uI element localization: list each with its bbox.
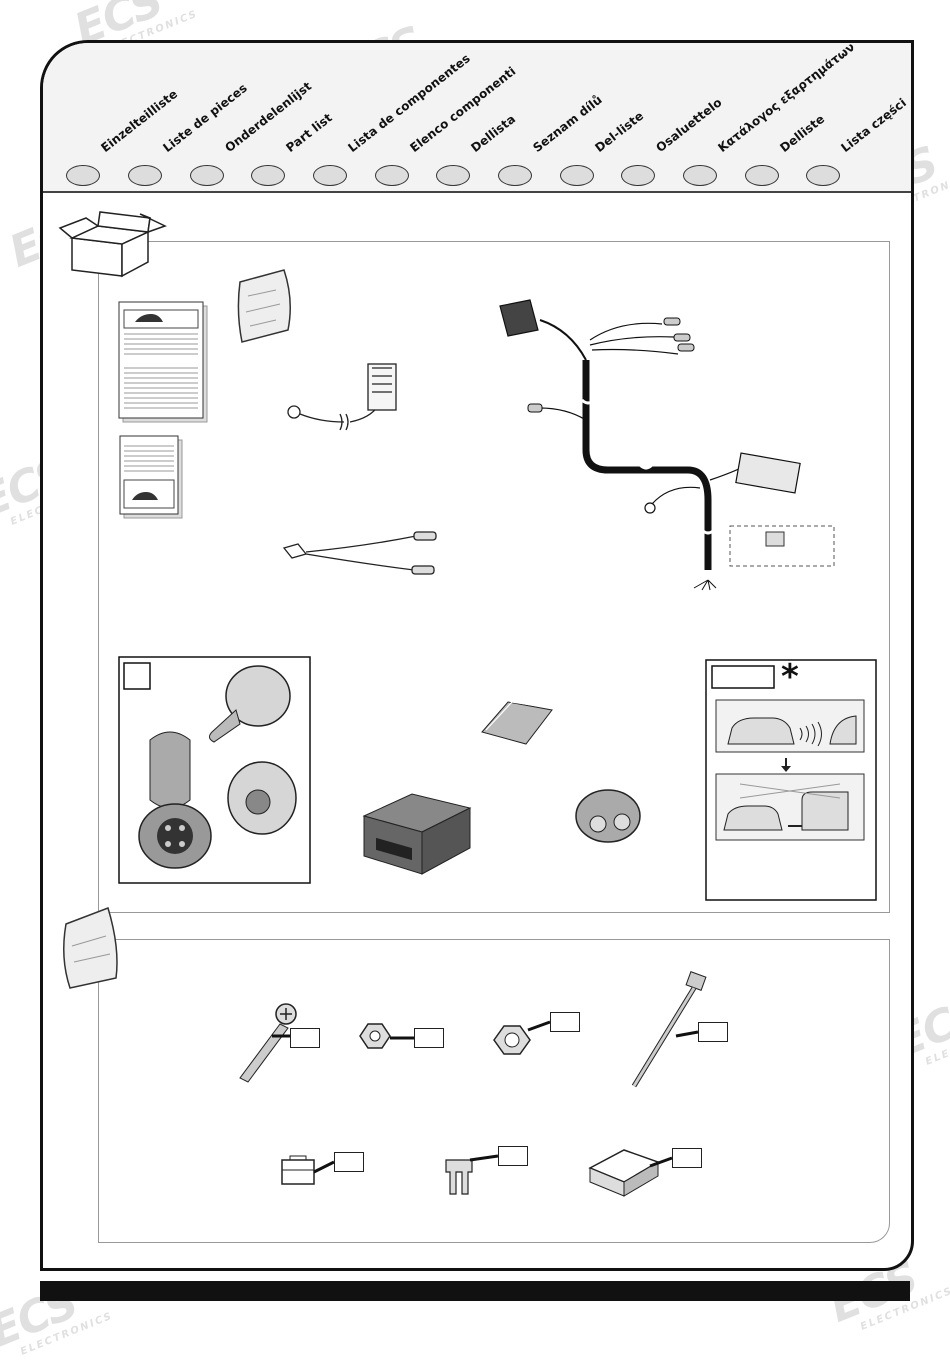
part-number-box-screw — [290, 1028, 320, 1048]
small-parts-bag-icon — [63, 907, 118, 989]
lang-marker — [128, 165, 162, 186]
wiring-harness-icon — [499, 299, 801, 591]
lang-marker — [683, 165, 717, 186]
lang-marker — [560, 165, 594, 186]
lang-marker — [806, 165, 840, 186]
bag-icon — [237, 269, 291, 343]
lang-marker — [313, 165, 347, 186]
adhesive-pad-icon — [481, 701, 553, 745]
instruction-manual-icon — [118, 301, 208, 423]
lang-marker — [375, 165, 409, 186]
part-number-box-nut-large — [550, 1012, 580, 1032]
lang-marker — [66, 165, 100, 186]
lang-marker — [745, 165, 779, 186]
part-number-box-nut-small — [414, 1028, 444, 1048]
socket-panel — [118, 656, 311, 884]
footer-bar — [40, 1281, 910, 1301]
part-number-box-cable-tie — [698, 1022, 728, 1042]
optional-connector-icon — [765, 531, 785, 547]
box-icon — [58, 211, 167, 278]
lang-marker — [498, 165, 532, 186]
lang-marker — [251, 165, 285, 186]
control-module-icon — [362, 793, 472, 875]
nut-small-icon — [359, 1023, 391, 1049]
fuse-icon — [445, 1159, 473, 1195]
optional-module-outline — [729, 525, 835, 567]
notice-panel — [705, 659, 877, 901]
lang-marker — [190, 165, 224, 186]
part-number-box-fuse-holder — [334, 1152, 364, 1172]
fuse-holder-icon — [281, 1155, 315, 1185]
cable-tie-icon — [631, 971, 707, 1088]
y-cable-icon — [282, 531, 437, 575]
lang-marker — [436, 165, 470, 186]
asterisk-note: * — [781, 657, 799, 697]
screw-icon — [239, 1003, 297, 1083]
part-number-box-connector — [672, 1148, 702, 1168]
part-number-box-fuse — [498, 1146, 528, 1166]
lang-marker — [621, 165, 655, 186]
small-parts-panel — [98, 939, 890, 1243]
grommet-icon — [575, 789, 641, 843]
instruction-sheet-icon — [119, 435, 183, 519]
nut-large-icon — [493, 1025, 531, 1055]
socket-number-box — [123, 662, 151, 690]
connector-icon — [588, 1149, 660, 1197]
ground-cable-icon — [287, 363, 397, 431]
